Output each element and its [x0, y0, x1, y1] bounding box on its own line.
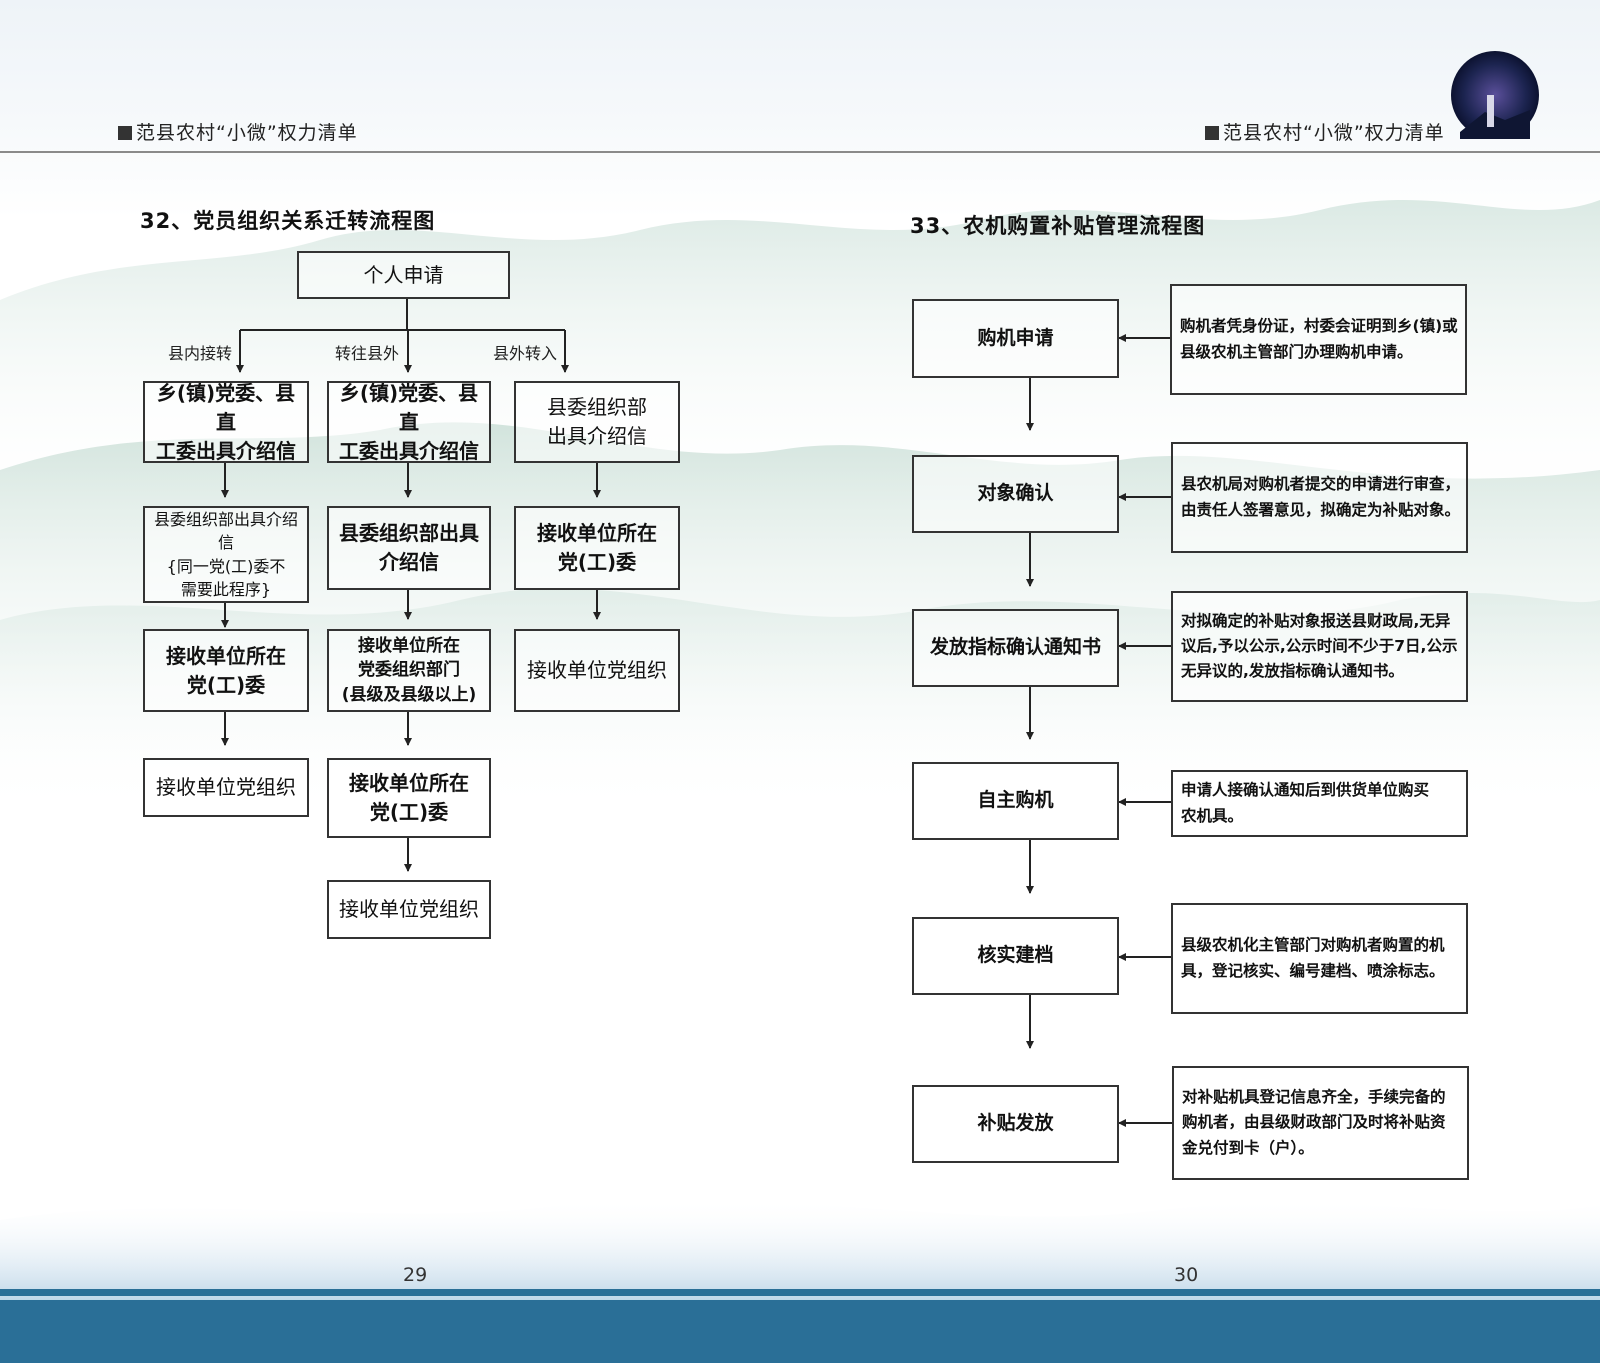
step-label: 购机申请 [977, 326, 1054, 349]
header-left-title: 范县农村“小微”权力清单 [136, 122, 358, 144]
square-bullet-icon [118, 126, 132, 140]
header-right: 范县农村“小微”权力清单 [1205, 118, 1445, 145]
branch-label-out-of-county: 转往县外 [335, 344, 400, 363]
step-label: 自主购机 [977, 789, 1054, 812]
note-purchase-application: 购机者凭身份证，村委会证明到乡(镇)或 县级农机主管部门办理购机申请。 [1170, 284, 1467, 395]
col1-step3-label: 接收单位所在 党(工)委 [166, 643, 286, 697]
note-text: 申请人接确认通知后到供货单位购买 农机具。 [1181, 781, 1430, 825]
col2-step3-label: 接收单位所在 党委组织部门 (县级及县级以上) [341, 635, 477, 705]
step-target-confirmation: 对象确认 [912, 455, 1119, 533]
col1-step3: 接收单位所在 党(工)委 [143, 629, 309, 712]
col2-step2-label: 县委组织部出具 介绍信 [339, 521, 479, 574]
square-bullet-icon [1205, 126, 1219, 140]
start-box: 个人申请 [297, 251, 510, 299]
step-verify-archive: 核实建档 [912, 917, 1119, 995]
left-section-title: 32、党员组织关系迁转流程图 [140, 209, 436, 233]
branch-label-within-county: 县内接转 [168, 344, 233, 363]
note-issue-notice: 对拟确定的补贴对象报送县财政局,无异 议后,予以公示,公示时间不少于7日,公示 … [1171, 591, 1468, 702]
right-section-title: 33、农机购置补贴管理流程图 [910, 214, 1206, 238]
col2-step1: 乡(镇)党委、县直 工委出具介绍信 [327, 381, 491, 463]
col2-step3: 接收单位所在 党委组织部门 (县级及县级以上) [327, 629, 491, 712]
start-box-label: 个人申请 [363, 262, 444, 287]
col2-step4: 接收单位所在 党(工)委 [327, 758, 491, 838]
col1-step2-label: 县委组织部出具介绍信 {同一党(工)委不 需要此程序} [153, 510, 298, 599]
note-subsidy-payment: 对补贴机具登记信息齐全，手续完备的 购机者，由县级财政部门及时将补贴资 金兑付到… [1172, 1066, 1469, 1180]
col2-step2: 县委组织部出具 介绍信 [327, 506, 491, 590]
col1-step2: 县委组织部出具介绍信 {同一党(工)委不 需要此程序} [143, 506, 309, 603]
page-number-left: 29 [403, 1264, 428, 1286]
col1-step1-label: 乡(镇)党委、县直 工委出具介绍信 [156, 380, 296, 463]
step-label: 对象确认 [977, 482, 1054, 505]
note-text: 县农机局对购机者提交的申请进行审查， 由责任人签署意见，拟确定为补贴对象。 [1181, 475, 1461, 519]
col2-step4-label: 接收单位所在 党(工)委 [349, 771, 469, 824]
page-number-right: 30 [1174, 1264, 1199, 1286]
branch-label-into-county: 县外转入 [493, 344, 558, 363]
col3-step1-label: 县委组织部 出具介绍信 [547, 395, 647, 448]
col1-step4-label: 接收单位党组织 [156, 775, 296, 799]
note-text: 县级农机化主管部门对购机者购置的机 具，登记核实、编号建档、喷涂标志。 [1181, 936, 1445, 980]
step-label: 补贴发放 [977, 1112, 1054, 1135]
step-subsidy-payment: 补贴发放 [912, 1085, 1119, 1163]
note-text: 对拟确定的补贴对象报送县财政局,无异 议后,予以公示,公示时间不少于7日,公示 … [1181, 611, 1458, 681]
header-right-title: 范县农村“小微”权力清单 [1223, 122, 1445, 144]
step-issue-notice: 发放指标确认通知书 [912, 609, 1119, 687]
step-purchase-application: 购机申请 [912, 299, 1119, 378]
col3-step3: 接收单位党组织 [514, 629, 680, 712]
col2-step5-label: 接收单位党组织 [339, 897, 479, 921]
step-label: 核实建档 [977, 944, 1054, 967]
col3-step2-label: 接收单位所在 党(工)委 [537, 521, 657, 574]
col1-step4: 接收单位党组织 [143, 758, 309, 817]
note-text: 对补贴机具登记信息齐全，手续完备的 购机者，由县级财政部门及时将补贴资 金兑付到… [1182, 1088, 1446, 1157]
col3-step2: 接收单位所在 党(工)委 [514, 506, 680, 590]
col2-step1-label: 乡(镇)党委、县直 工委出具介绍信 [339, 380, 479, 463]
header-left: 范县农村“小微”权力清单 [118, 118, 358, 145]
col3-step1: 县委组织部 出具介绍信 [514, 381, 680, 463]
col1-step1: 乡(镇)党委、县直 工委出具介绍信 [143, 381, 309, 463]
col2-step5: 接收单位党组织 [327, 880, 491, 939]
note-self-purchase: 申请人接确认通知后到供货单位购买 农机具。 [1171, 770, 1468, 837]
note-verify-archive: 县级农机化主管部门对购机者购置的机 具，登记核实、编号建档、喷涂标志。 [1171, 903, 1468, 1014]
note-target-confirmation: 县农机局对购机者提交的申请进行审查， 由责任人签署意见，拟确定为补贴对象。 [1171, 442, 1468, 553]
col3-step3-label: 接收单位党组织 [527, 658, 667, 682]
step-label: 发放指标确认通知书 [929, 636, 1101, 659]
step-self-purchase: 自主购机 [912, 762, 1119, 840]
note-text: 购机者凭身份证，村委会证明到乡(镇)或 县级农机主管部门办理购机申请。 [1180, 317, 1458, 361]
